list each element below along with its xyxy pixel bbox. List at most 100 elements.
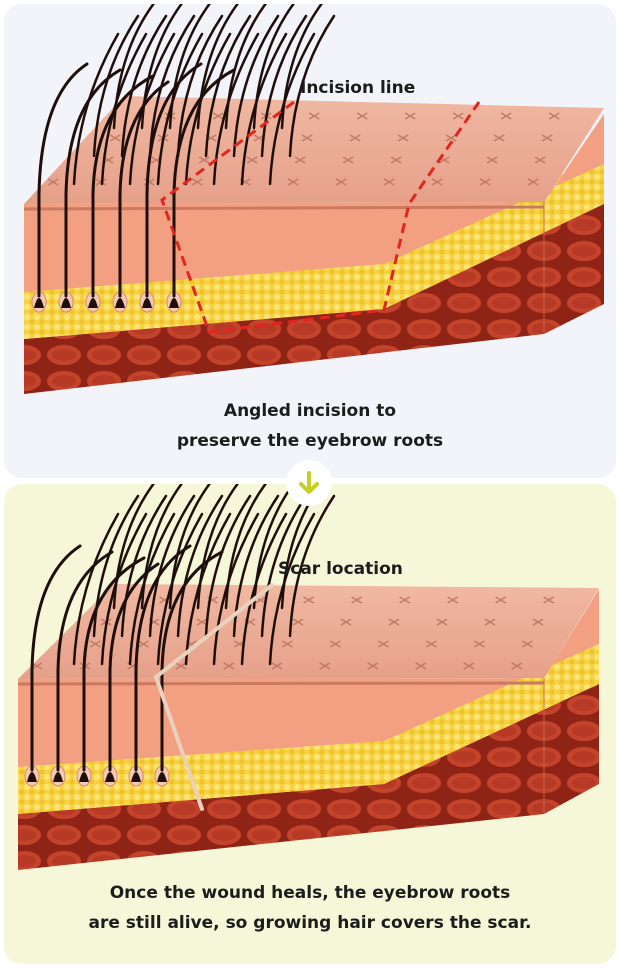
hair-shaft [118,80,170,298]
fat-layer [24,154,604,339]
skin-texture-mark [548,112,560,120]
dermis-layer [24,114,604,292]
hair-shaft [145,62,203,298]
skin-cross-section-incision [23,4,604,394]
incision-line-label: Incision line [300,78,416,98]
skin-texture-mark [143,178,155,186]
incision-line [160,100,481,334]
skin-texture-mark [500,112,512,120]
skin-texture-mark [378,640,389,648]
hair-bulb [169,298,179,308]
skin-texture-mark [463,662,475,670]
healed-caption-line-1: Once the wound heals, the eyebrow roots [109,883,511,903]
skin-texture-mark [479,178,491,186]
hair-shaft [56,550,114,772]
skin-surface [24,96,604,204]
skin-texture-mark [541,134,553,142]
hair-shaft [196,4,240,130]
skin-texture-mark [486,156,498,164]
hair-bulb [105,772,115,782]
skin-texture-mark [383,178,395,186]
skin-texture-mark [493,134,505,142]
hair-shaft [168,484,212,610]
skin-texture-mark [532,618,544,626]
hair-shaft [168,4,212,130]
hair-shaft [232,14,280,158]
skin-texture-mark [303,596,314,604]
skin-texture-mark [294,156,306,164]
skin-texture-mark [287,178,299,186]
skin-texture-mark [367,662,379,670]
skin-texture-mark [90,640,101,648]
skin-texture-mark [426,640,437,648]
skin-texture-mark [495,596,506,604]
hair-shaft [92,14,140,158]
hair-shaft [176,14,224,158]
hair-shaft [196,484,240,610]
skin-texture-mark [330,640,341,648]
skin-texture-mark [484,618,496,626]
incision-caption-line-2: preserve the eyebrow roots [176,431,444,451]
skin-texture-mark [223,662,235,670]
skin-texture-mark [301,134,313,142]
down-arrow-icon [288,462,330,504]
skin-texture-mark [191,178,203,186]
hair-shaft [91,74,155,298]
skin-texture-mark [436,618,448,626]
muscle-layer [18,674,599,870]
skin-texture-mark [543,596,554,604]
hair-shaft [140,4,184,130]
skin-texture-mark [319,662,331,670]
hair-shaft [176,494,224,638]
scar-location-label: Scar location [278,559,403,579]
hair-shaft [112,484,156,610]
hair-shaft [232,494,280,638]
panel-incision: Incision line Angled incision to preserv… [4,4,616,478]
hair-bulb [157,772,167,782]
healed-caption: Once the wound heals, the eyebrow roots … [4,878,616,938]
hair-shaft [260,494,308,638]
skin-texture-mark [340,618,352,626]
hair-shaft [204,494,252,638]
skin-texture-mark [415,662,427,670]
skin-texture-mark [397,134,409,142]
skin-texture-mark [452,112,464,120]
skin-texture-mark [109,134,121,142]
skin-texture-mark [271,662,283,670]
hair-bulb [115,298,125,308]
skin-texture-mark [282,640,293,648]
skin-cross-section-healed [17,484,599,870]
skin-texture-mark [292,618,304,626]
skin-texture-mark [349,134,361,142]
hair-shaft [140,484,184,610]
skin-texture-mark [404,112,416,120]
hair-bulb [131,772,141,782]
skin-texture-mark [474,640,485,648]
incision-caption-line-1: Angled incision to [223,401,397,421]
hair-shaft [92,494,140,638]
hair-shaft [224,484,268,610]
hair-bulb [27,772,37,782]
skin-texture-mark [335,178,347,186]
hair-shaft [148,494,196,638]
skin-texture-mark [175,662,187,670]
hair-shaft [120,494,168,638]
skin-texture-mark [431,178,443,186]
skin-texture-mark [447,596,458,604]
healed-caption-line-2: are still alive, so growing hair covers … [88,913,532,933]
hair-shaft [280,4,324,130]
hair-shaft [288,494,336,638]
skin-texture-mark [522,640,533,648]
skin-texture-mark [534,156,546,164]
hair-shaft [72,32,120,186]
skin-texture-mark [445,134,457,142]
skin-texture-mark [246,156,258,164]
hair-shaft [30,544,82,772]
scar-line [154,583,274,811]
hair-bulb [79,772,89,782]
skin-texture-mark [196,618,208,626]
skin-texture-mark [198,156,210,164]
skin-texture-mark [399,596,410,604]
incision-caption: Angled incision to preserve the eyebrow … [4,396,616,456]
skin-texture-mark [511,662,523,670]
